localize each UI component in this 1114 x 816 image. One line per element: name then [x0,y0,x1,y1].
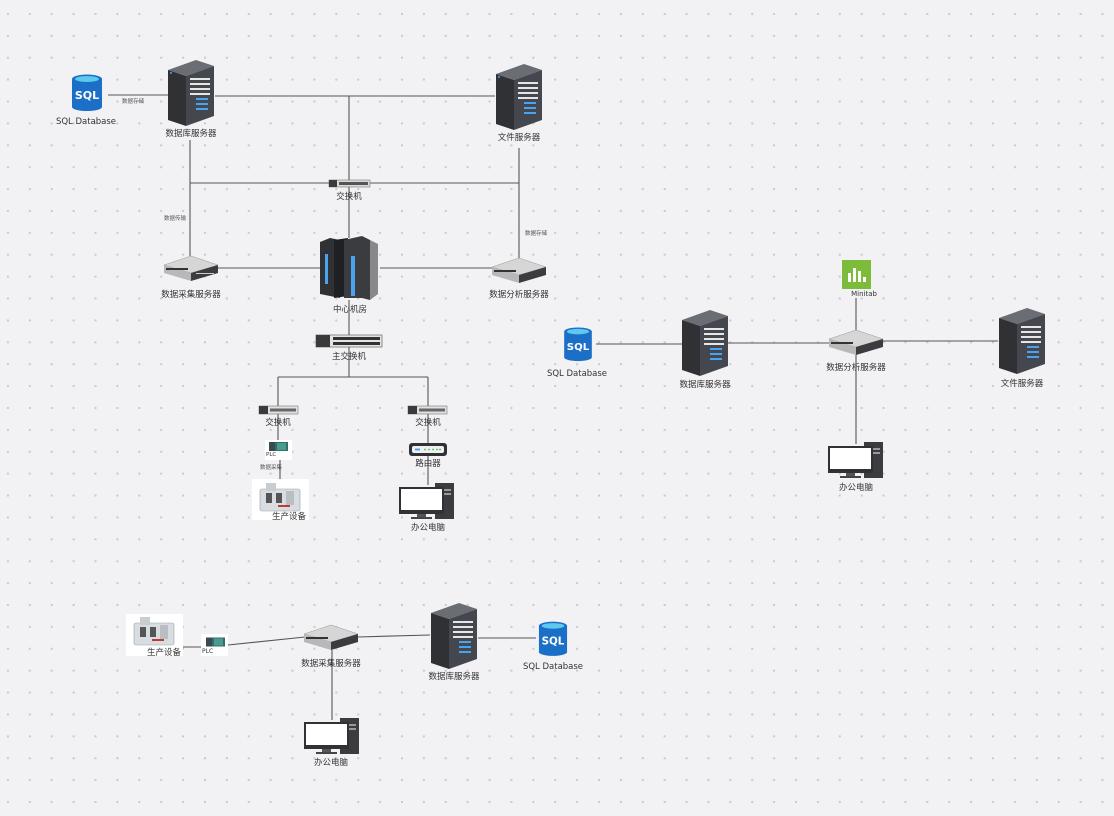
right-file-server-icon[interactable] [997,308,1047,374]
bottom-sql-database-label: SQL Database [522,662,584,672]
sql-icon-text: SQL [542,636,565,648]
right-sql-database-label: SQL Database [546,369,608,379]
data-center-icon[interactable] [320,236,380,300]
data-collection-server-label: 数据采集服务器 [161,290,221,300]
switch-left-icon[interactable] [258,405,299,415]
bottom-office-pc-label: 办公电脑 [313,758,349,768]
bottom-database-server-label: 数据库服务器 [428,672,480,682]
production-equipment-label: 生产设备 [271,512,307,522]
database-server-icon[interactable] [166,60,216,126]
switch-icon[interactable] [328,179,371,188]
plc-label: PLC [266,452,277,458]
bottom-database-server-icon[interactable] [429,603,479,669]
bottom-plc-node[interactable]: PLC [201,634,228,656]
edge-label-db-to-collect: 数据传输 [164,216,187,222]
right-data-analysis-server-icon[interactable] [828,329,884,355]
right-data-analysis-server-label: 数据分析服务器 [826,363,886,373]
right-sql-database-icon[interactable]: SQL [563,327,593,362]
sql-icon-text: SQL [75,89,99,102]
bottom-data-collection-server-icon[interactable] [303,624,359,650]
switch-label: 交换机 [336,192,362,202]
cnc-machine-icon [259,483,301,512]
file-server-label: 文件服务器 [497,133,541,143]
plc-icon [206,637,225,647]
production-equipment-node[interactable]: 生产设备 [252,479,309,522]
edge-label-plc-to-production: 数据采集 [260,465,283,471]
data-analysis-server-label: 数据分析服务器 [489,290,549,300]
data-collection-server-icon[interactable] [163,255,219,281]
main-switch-icon[interactable] [315,334,383,348]
bottom-office-pc-icon[interactable] [304,718,360,754]
right-file-server-label: 文件服务器 [1000,379,1044,389]
main-switch-label: 主交换机 [331,352,367,362]
edge-b-collect-db [357,634,431,638]
plc-icon [269,442,288,451]
office-pc-label: 办公电脑 [410,523,446,533]
bottom-data-collection-server-label: 数据采集服务器 [301,659,361,669]
file-server-icon[interactable] [494,64,544,130]
bottom-production-equipment-node[interactable]: 生产设备 [126,614,183,658]
edge-b-plc-collect [227,636,306,646]
sql-database-icon[interactable]: SQL [71,74,103,112]
switch-right-icon[interactable] [407,405,448,415]
sql-database-label: SQL Database [55,117,117,127]
plc-node[interactable]: PLC [265,440,292,460]
router-label: 路由器 [415,459,441,469]
right-office-pc-icon[interactable] [828,442,884,478]
data-analysis-server-icon[interactable] [491,257,547,283]
right-database-server-label: 数据库服务器 [679,380,731,390]
database-server-label: 数据库服务器 [165,129,217,139]
right-office-pc-label: 办公电脑 [838,483,874,493]
switch-left-label: 交换机 [265,418,291,428]
router-icon[interactable] [409,443,447,456]
bottom-production-equipment-label: 生产设备 [146,648,182,658]
minitab-icon[interactable] [842,260,871,289]
bottom-plc-label: PLC [202,648,214,655]
sql-icon-text: SQL [567,342,590,353]
minitab-label: Minitab [851,290,877,298]
cnc-machine-icon [133,617,175,646]
switch-right-label: 交换机 [415,418,441,428]
edge-label-sql-to-db: 数据存储 [122,99,145,105]
bottom-sql-database-icon[interactable]: SQL [538,621,568,657]
edge-label-file-to-analysis: 数据存储 [525,231,548,237]
office-pc-icon[interactable] [399,483,455,519]
right-database-server-icon[interactable] [680,310,730,376]
data-center-label: 中心机房 [332,305,368,315]
